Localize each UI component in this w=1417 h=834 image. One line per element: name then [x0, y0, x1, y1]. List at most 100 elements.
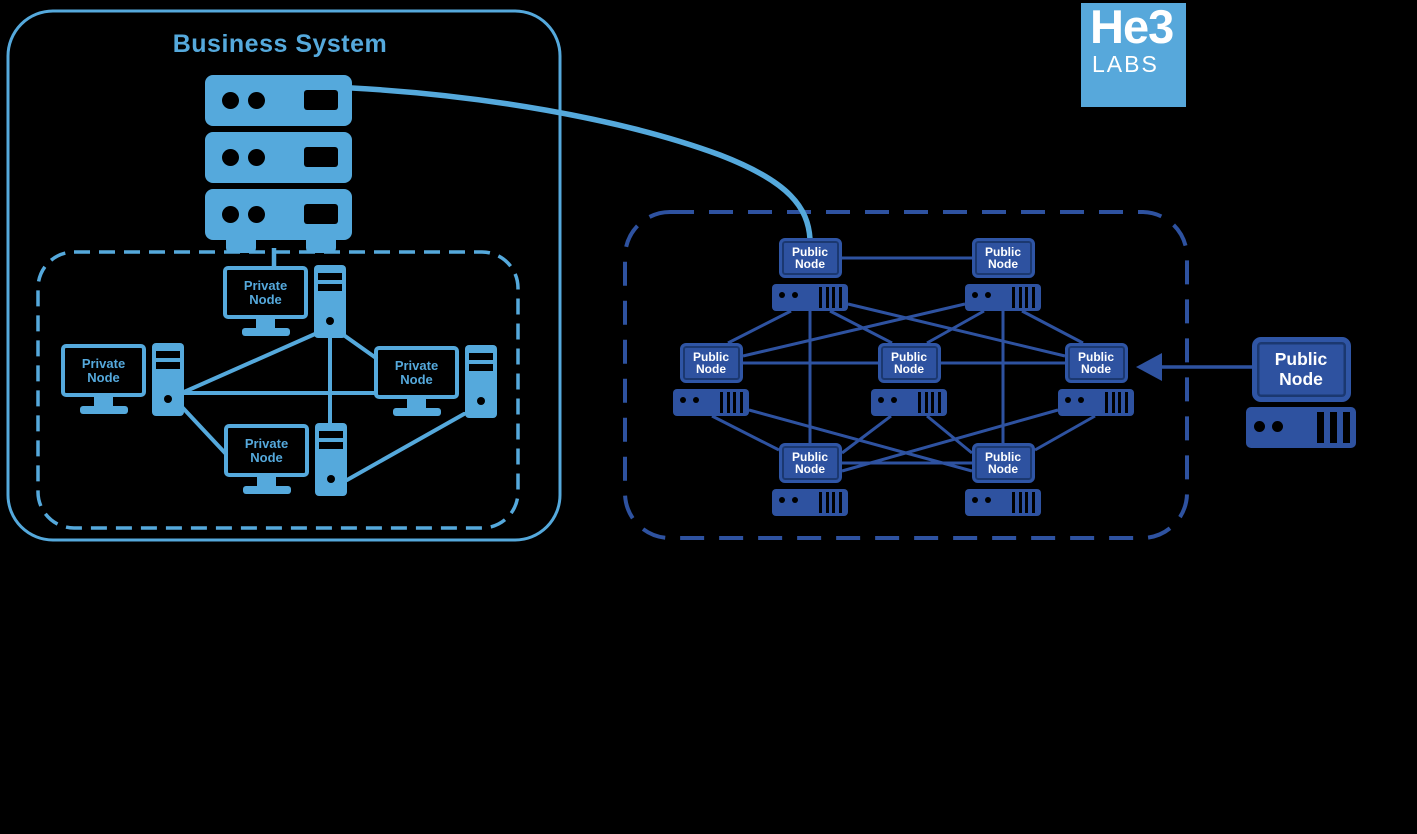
vent-slot [1343, 412, 1350, 443]
server-rack-icon [772, 489, 848, 516]
public-node-top-right: Public Node [965, 238, 1041, 311]
vent-slot [1012, 287, 1015, 308]
public-mesh-line [841, 408, 1059, 473]
public-node-label: Public Node [679, 343, 743, 383]
vent-slot [1018, 492, 1022, 513]
monitor-icon: Private Node [61, 344, 146, 397]
public-node-label: Public Node [1251, 337, 1351, 402]
public-mesh-line [742, 302, 966, 358]
vent-slot [937, 392, 941, 413]
private-mesh-line [182, 332, 317, 394]
vent-slot [819, 492, 822, 513]
power-button-icon [477, 397, 485, 405]
power-button-icon [164, 395, 172, 403]
public-mesh-line [1034, 414, 1096, 452]
monitor-base [242, 328, 290, 336]
arrow-left-icon [1136, 353, 1162, 381]
vent-slot [1025, 287, 1028, 308]
server-foot [226, 240, 256, 253]
monitor-base [393, 408, 441, 416]
vent-slot [832, 287, 835, 308]
public-mesh-line [1021, 309, 1084, 345]
server-rack-icon [1058, 389, 1134, 416]
public-node-center: Public Node [871, 343, 947, 416]
public-node-bottom-left: Public Node [772, 443, 848, 516]
public-node-label: Public Node [778, 443, 842, 483]
public-mesh-line [841, 414, 892, 455]
led-dot-icon [779, 497, 785, 503]
public-node-label-text: Public Node [1274, 349, 1328, 389]
business-to-public-connection-curve [349, 85, 813, 242]
private-node-label: Private Node [394, 358, 439, 387]
business-system-title: Business System [172, 30, 388, 58]
server-foot [306, 240, 336, 253]
drive-bay-icon [304, 204, 338, 224]
public-node-label-text: Public Node [890, 349, 927, 376]
tower-slot [319, 442, 343, 449]
vent-slot [825, 287, 829, 308]
computer-tower-icon [314, 265, 346, 338]
public-node-label: Public Node [1064, 343, 1128, 383]
drive-bay-icon [304, 90, 338, 110]
led-dot-icon [248, 92, 265, 109]
tower-slot [318, 284, 342, 291]
private-mesh-lines [180, 332, 466, 482]
led-dot-icon [972, 497, 978, 503]
public-mesh-line [926, 309, 985, 345]
tower-slot [156, 351, 180, 358]
led-dot-icon [985, 497, 991, 503]
business-system-border [6, 9, 562, 542]
server-unit-icon [205, 75, 352, 126]
tower-slot [156, 362, 180, 369]
public-mesh-line [727, 309, 792, 345]
public-node-mid-left: Public Node [673, 343, 749, 416]
server-unit-icon [205, 189, 352, 240]
vent-slot [1105, 392, 1108, 413]
vent-slot [1031, 287, 1035, 308]
vent-slot [1330, 412, 1337, 443]
vent-slot [819, 287, 822, 308]
tower-slot [318, 273, 342, 280]
server-rack-icon [965, 284, 1041, 311]
led-dot-icon [972, 292, 978, 298]
public-node-label: Public Node [778, 238, 842, 278]
server-unit-icon [205, 132, 352, 183]
vent-slot [720, 392, 723, 413]
vent-slot [838, 287, 842, 308]
private-node-bottom: Private Node [224, 423, 354, 499]
power-button-icon [326, 317, 334, 325]
server-rack-icon [772, 284, 848, 311]
logo-subtitle: LABS [1092, 51, 1159, 77]
private-node-right: Private Node [374, 345, 504, 421]
public-node-label-text: Public Node [791, 449, 828, 476]
led-dot-icon [680, 397, 686, 403]
vent-slot [1018, 287, 1022, 308]
public-node-bottom-right: Public Node [965, 443, 1041, 516]
monitor-icon: Private Node [224, 424, 309, 477]
public-network-dashed-border [623, 210, 1189, 540]
computer-tower-icon [152, 343, 184, 416]
vent-slot [931, 392, 934, 413]
private-mesh-line [180, 405, 228, 456]
led-dot-icon [248, 149, 265, 166]
monitor-stand [407, 399, 426, 408]
private-node-left: Private Node [61, 343, 191, 419]
vent-slot [739, 392, 743, 413]
tower-slot [319, 431, 343, 438]
public-node-label: Public Node [971, 443, 1035, 483]
public-node-label-text: Public Node [984, 449, 1021, 476]
computer-tower-icon [315, 423, 347, 496]
public-mesh-lines [711, 256, 1096, 473]
he3-labs-logo: He3 LABS [1081, 0, 1186, 107]
led-dot-icon [693, 397, 699, 403]
public-node-label-text: Public Node [692, 349, 729, 376]
vent-slot [924, 392, 928, 413]
led-dot-icon [222, 149, 239, 166]
monitor-stand [256, 319, 275, 328]
led-dot-icon [222, 92, 239, 109]
public-node-label: Public Node [877, 343, 941, 383]
monitor-base [243, 486, 291, 494]
external-node-arrow [1136, 353, 1253, 381]
